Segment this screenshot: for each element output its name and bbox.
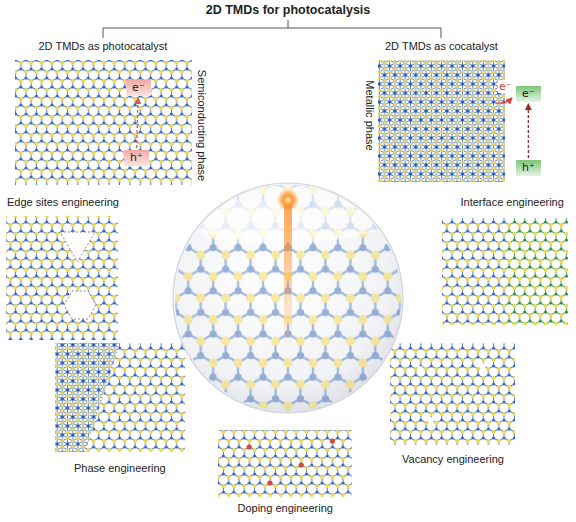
panel-node: 2D TMDs as photocatalystSemiconducting p… <box>10 40 215 188</box>
panel-heading: Doping engineering <box>238 502 333 515</box>
charge-label: e⁻ <box>522 87 535 100</box>
phase-lattice-1t <box>55 343 120 452</box>
charge-box: h⁺ <box>124 150 149 166</box>
electron-label: e⁻ <box>498 80 513 93</box>
charge-label: h⁺ <box>130 151 143 164</box>
panel-heading: Vacancy engineering <box>402 453 504 466</box>
panel-node: Phase engineering <box>50 340 190 480</box>
panel-heading: Phase engineering <box>74 462 166 475</box>
panel-node: Interface engineering <box>438 196 572 328</box>
vacancy-lattice <box>390 343 515 445</box>
charge-label: e⁻ <box>132 81 145 94</box>
panel-node: Doping engineering <box>200 428 370 520</box>
charge-label: h⁺ <box>522 161 535 174</box>
semiconducting-lattice <box>15 60 192 185</box>
panel-heading: Interface engineering <box>461 196 564 209</box>
panel-node: Vacancy engineering <box>385 340 520 470</box>
edge-lattice <box>6 216 118 340</box>
panel-heading: Edge sites engineering <box>7 196 119 209</box>
metallic-lattice <box>378 60 505 182</box>
phase-lattice-2h <box>55 343 185 452</box>
transfer-arrow <box>137 98 138 148</box>
panel-heading: 2D TMDs as photocatalyst <box>39 40 168 53</box>
interface-lattice-b <box>505 218 568 325</box>
charge-box: h⁺ <box>516 160 541 176</box>
tree-lines <box>103 20 441 38</box>
sphere-lattice <box>168 167 408 413</box>
transfer-arrow <box>528 104 529 158</box>
phase-mask <box>55 343 120 452</box>
panel-heading: 2D TMDs as cocatalyst <box>385 40 498 53</box>
title-text: 2D TMDs for photocatalysis <box>0 3 576 18</box>
interface-lattice-a <box>442 218 505 325</box>
dopants <box>247 438 335 485</box>
panel-node: Edge sites engineering <box>4 196 122 344</box>
edge-hexagon-hole <box>64 291 96 319</box>
charge-box: e⁻ <box>516 86 541 102</box>
charge-box: e⁻ <box>126 80 151 96</box>
vertical-label: Semiconducting phase <box>195 69 208 180</box>
doping-lattice <box>218 430 352 497</box>
electron-transfer-arrow <box>496 98 512 103</box>
sphere <box>173 183 403 413</box>
vacancies <box>417 363 485 423</box>
vertical-label: Metallic phase <box>363 80 376 150</box>
panel-node: 2D TMDs as cocatalystMetallic phase e⁻ h⁺ <box>358 40 558 188</box>
edge-triangle-hole <box>60 232 95 262</box>
